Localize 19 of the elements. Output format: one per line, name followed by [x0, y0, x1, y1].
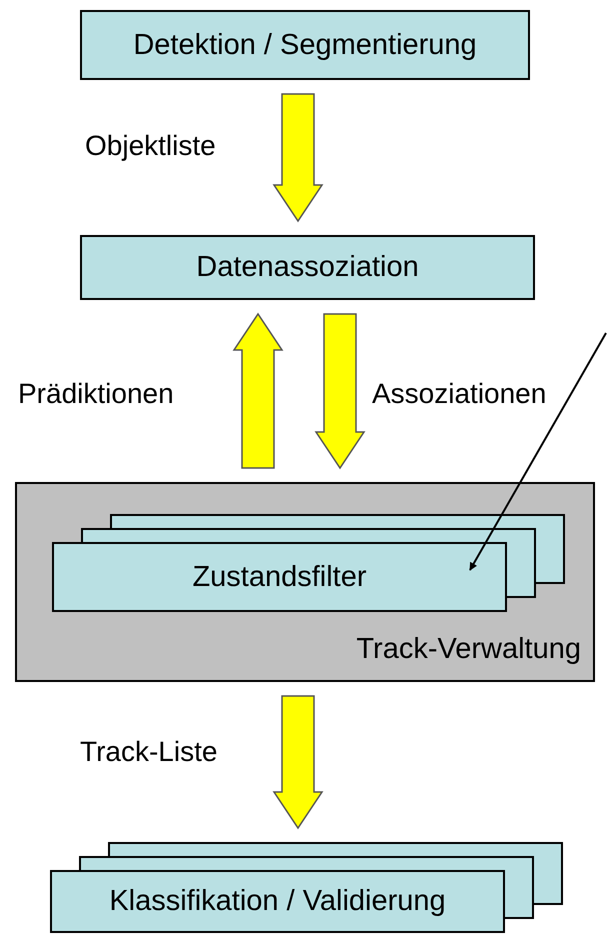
process-box: [80, 10, 530, 80]
block-arrow: [272, 93, 324, 222]
block-arrow: [232, 312, 284, 469]
process-box: [80, 235, 535, 300]
box-label: Zustandsfilter: [192, 560, 367, 594]
block-arrow: [272, 695, 324, 830]
edge-label: Assoziationen: [372, 378, 546, 410]
edge-label: Prädiktionen: [18, 378, 174, 410]
box-label: Detektion / Segmentierung: [133, 28, 477, 62]
stacked-boxes: [52, 514, 565, 612]
edge-label: Objektliste: [85, 130, 216, 162]
box-label: Datenassoziation: [196, 251, 419, 284]
edge-label: Track-Liste: [80, 736, 218, 768]
panel-title: Track-Verwaltung: [356, 633, 581, 666]
box-label: Klassifikation / Validierung: [109, 885, 446, 918]
block-arrow: [314, 313, 366, 470]
stacked-boxes: [50, 842, 563, 933]
leader-arrow: [469, 332, 607, 571]
group-panel: [15, 482, 595, 682]
